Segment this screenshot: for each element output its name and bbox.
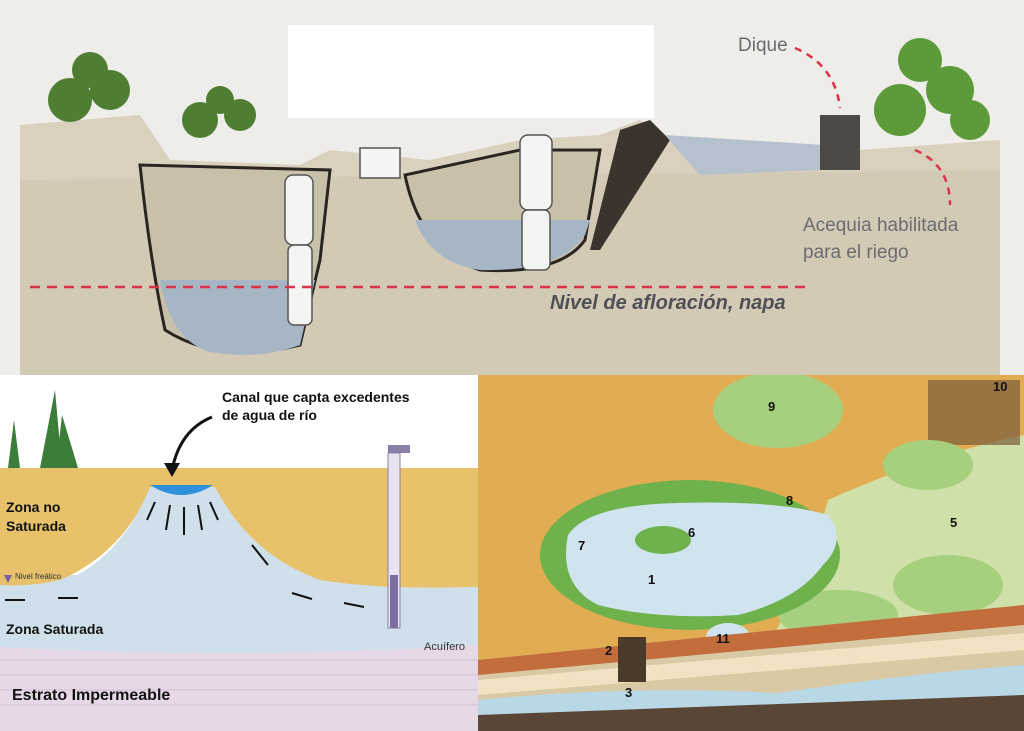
label-1: 1 xyxy=(648,572,656,587)
acequia-label-line1: Acequia habilitada xyxy=(803,215,959,236)
dike-structure xyxy=(820,115,860,170)
trees-right xyxy=(874,38,990,140)
canal-label-line2: de agua de río xyxy=(222,407,317,423)
acequia-pointer xyxy=(914,148,952,206)
acuifero-label: Acuífero xyxy=(424,641,465,653)
village xyxy=(928,380,1020,445)
zona-no-saturada-line2: Saturada xyxy=(6,518,66,534)
worker-figures xyxy=(284,134,553,326)
well-water xyxy=(390,575,398,628)
aquifer-diagram xyxy=(0,375,478,731)
zona-no-saturada-line1: Zona no xyxy=(6,499,61,515)
zona-saturada-label: Zona Saturada xyxy=(6,621,104,637)
impermeable-layer xyxy=(0,645,478,731)
irrigation-cross-section-panel: Dique Acequia habilitada para el riego N… xyxy=(0,0,1024,375)
label-3: 3 xyxy=(625,685,633,700)
canal xyxy=(150,485,213,495)
canal-label-line1: Canal que capta excedentes xyxy=(222,389,410,405)
lake-landscape-illustration xyxy=(478,375,1024,731)
trees-left xyxy=(48,52,256,138)
water-pool-left xyxy=(160,280,315,355)
dique-label: Dique xyxy=(738,35,788,56)
island xyxy=(635,526,691,554)
nivel-label: Nivel de afloración, napa xyxy=(550,292,786,314)
trees xyxy=(8,390,78,468)
infiltration-arrows xyxy=(5,501,365,608)
water-table-marker xyxy=(4,575,12,583)
cross-section-illustration xyxy=(20,25,1000,375)
label-2: 2 xyxy=(605,643,613,658)
label-10: 10 xyxy=(993,379,1008,394)
aquifer-recharge-panel: Canal que capta excedentes de agua de rí… xyxy=(0,375,478,731)
label-11: 11 xyxy=(716,631,730,646)
blank-label-box xyxy=(288,25,654,118)
lake xyxy=(566,502,837,617)
label-7: 7 xyxy=(578,538,586,553)
earth-mound xyxy=(590,120,670,250)
landscape-map-panel: 1 2 3 5 6 7 8 9 10 11 xyxy=(478,375,1024,731)
canal-pointer xyxy=(170,415,213,471)
acequia-label-line2: para el riego xyxy=(803,242,909,263)
nivel-freatico-label: Nivel freático xyxy=(15,572,62,581)
label-8: 8 xyxy=(786,493,794,508)
dique-pointer xyxy=(794,46,842,109)
canal-water xyxy=(665,135,825,175)
label-5: 5 xyxy=(950,515,958,530)
unsaturated-zone xyxy=(0,468,478,588)
label-6: 6 xyxy=(688,525,696,540)
recharge-mound xyxy=(0,487,478,595)
well-structure xyxy=(618,637,646,682)
estrato-label: Estrato Impermeable xyxy=(12,687,171,704)
label-9: 9 xyxy=(768,399,776,414)
